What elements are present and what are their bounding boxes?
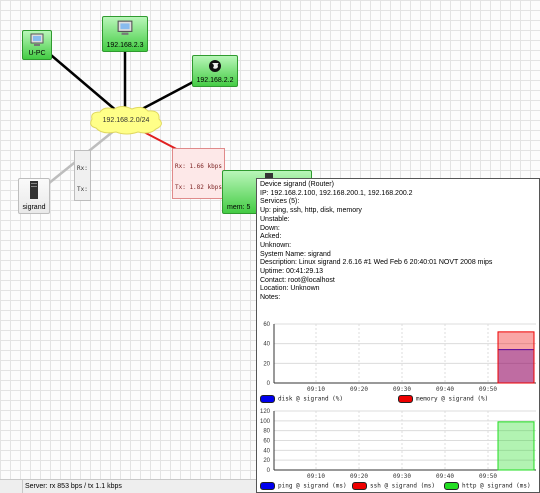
link-rx: Rx: xyxy=(77,165,88,172)
legend-swatch xyxy=(260,482,275,490)
info-line: IP: 192.168.2.100, 192.168.200.1, 192.16… xyxy=(260,189,413,197)
link-upc-cloud xyxy=(44,49,126,119)
info-line: Acked: xyxy=(260,233,282,241)
legend-label: disk @ sigrand (%) xyxy=(278,395,344,403)
info-line: Services (5): xyxy=(260,198,300,206)
status-text: Server: rx 853 bps / tx 1.1 kbps xyxy=(25,483,122,490)
x-tick-label: 09:10 xyxy=(307,473,325,480)
node-label: 192.168.2.3 xyxy=(106,42,144,49)
chart-legend: ping @ sigrand (ms) ssh @ sigrand (ms) h… xyxy=(258,482,538,492)
node-label: U-PC xyxy=(28,50,46,57)
y-tick-label: 120 xyxy=(260,409,271,415)
info-line: System Name: sigrand xyxy=(260,250,331,258)
status-segment xyxy=(0,480,23,493)
node-sigrand[interactable]: sigrand xyxy=(18,178,50,214)
series-area-1 xyxy=(497,331,535,384)
y-tick-label: 0 xyxy=(267,381,271,387)
node-u-pc[interactable]: U-PC xyxy=(22,30,52,60)
link-rx: Rx: 1.66 kbps xyxy=(175,163,222,170)
info-line: Contact: root@localhost xyxy=(260,276,335,284)
link-traffic-gray: Rx: Tx: xyxy=(74,150,91,201)
legend-swatch xyxy=(444,482,459,490)
y-tick-label: 100 xyxy=(260,419,271,425)
info-line: Unstable: xyxy=(260,215,290,223)
chart-svg: 0 20 40 60 80 100 120 09:10 09:20 09:30 09:40 09:50 xyxy=(260,409,536,480)
legend-item-ping: ping @ sigrand (ms) xyxy=(260,482,347,491)
y-tick-label: 60 xyxy=(263,322,270,328)
legend-swatch xyxy=(398,395,413,403)
legend-item-http: http @ sigrand (ms) xyxy=(444,482,531,491)
legend-label: http @ sigrand (ms) xyxy=(462,482,531,490)
chart-ping-ssh-http: 0 20 40 60 80 100 120 09:10 09:20 09:30 09:40 09:50… xyxy=(258,407,538,493)
cloud-icon xyxy=(90,106,162,135)
y-tick-label: 60 xyxy=(263,439,270,445)
info-line: Uptime: 00:41:29.13 xyxy=(260,268,324,276)
device-info: Device sigrand (Router) IP: 192.168.2.10… xyxy=(260,181,536,303)
x-tick-label: 09:40 xyxy=(436,386,454,393)
monitor-icon xyxy=(117,20,133,35)
legend-label: ssh @ sigrand (ms) xyxy=(370,482,436,490)
info-line: Unknown: xyxy=(260,241,292,249)
globe-icon xyxy=(209,60,221,72)
network-cloud[interactable]: 192.168.2.0/24 xyxy=(86,104,166,136)
info-line: Device sigrand (Router) xyxy=(260,181,334,188)
device-tooltip: Device sigrand (Router) IP: 192.168.2.10… xyxy=(256,178,540,493)
x-tick-label: 09:30 xyxy=(393,473,411,480)
legend-label: memory @ sigrand (%) xyxy=(416,395,489,403)
link-tx: Tx: xyxy=(77,186,88,193)
monitor-icon xyxy=(30,33,44,46)
x-tick-label: 09:40 xyxy=(436,473,454,480)
info-line: Description: Linux sigrand 2.6.16 #1 Wed… xyxy=(260,259,493,267)
node-label: 192.168.2.2 xyxy=(196,77,234,84)
legend-swatch xyxy=(260,395,275,403)
chart-legend: disk @ sigrand (%) memory @ sigrand (%) xyxy=(258,395,538,405)
info-line: Down: xyxy=(260,224,280,232)
y-tick-label: 0 xyxy=(267,468,271,474)
link-tx: Tx: 1.82 kbps xyxy=(175,184,222,191)
x-tick-label: 09:20 xyxy=(350,473,368,480)
cloud-label: 192.168.2.0/24 xyxy=(102,117,150,124)
y-tick-label: 20 xyxy=(263,458,270,464)
x-tick-label: 09:50 xyxy=(479,473,497,480)
node-label: sigrand xyxy=(22,204,46,211)
node-192-168-2-3[interactable]: 192.168.2.3 xyxy=(102,16,148,52)
legend-label: ping @ sigrand (ms) xyxy=(278,482,347,490)
y-tick-label: 40 xyxy=(263,448,270,454)
y-tick-label: 20 xyxy=(263,361,270,367)
link-traffic-red: Rx: 1.66 kbps Tx: 1.82 kbps xyxy=(172,148,225,199)
y-tick-label: 40 xyxy=(263,342,270,348)
legend-swatch xyxy=(352,482,367,490)
legend-item-disk: disk @ sigrand (%) xyxy=(260,395,343,404)
status-bar: Server: rx 853 bps / tx 1.1 kbps xyxy=(0,479,256,493)
chart-svg: 0 20 40 60 09:10 09:20 09:30 09:40 09:50 xyxy=(263,322,536,393)
info-line: Notes: xyxy=(260,294,281,302)
x-tick-label: 09:10 xyxy=(307,386,325,393)
x-tick-label: 09:20 xyxy=(350,386,368,393)
chart-disk-memory: 0 20 40 60 09:10 09:20 09:30 09:40 09:50 disk @ … xyxy=(258,319,538,407)
node-label: mem: 5 xyxy=(227,204,251,211)
node-192-168-2-2[interactable]: 192.168.2.2 xyxy=(192,55,238,87)
y-tick-label: 80 xyxy=(263,429,270,435)
x-tick-label: 09:50 xyxy=(479,386,497,393)
server-icon xyxy=(30,181,38,199)
legend-item-memory: memory @ sigrand (%) xyxy=(398,395,488,404)
x-tick-label: 09:30 xyxy=(393,386,411,393)
legend-item-ssh: ssh @ sigrand (ms) xyxy=(352,482,435,491)
info-line: Up: ping, ssh, http, disk, memory xyxy=(260,207,362,215)
series-area-2 xyxy=(497,421,535,471)
info-line: Location: Unknown xyxy=(260,285,320,293)
